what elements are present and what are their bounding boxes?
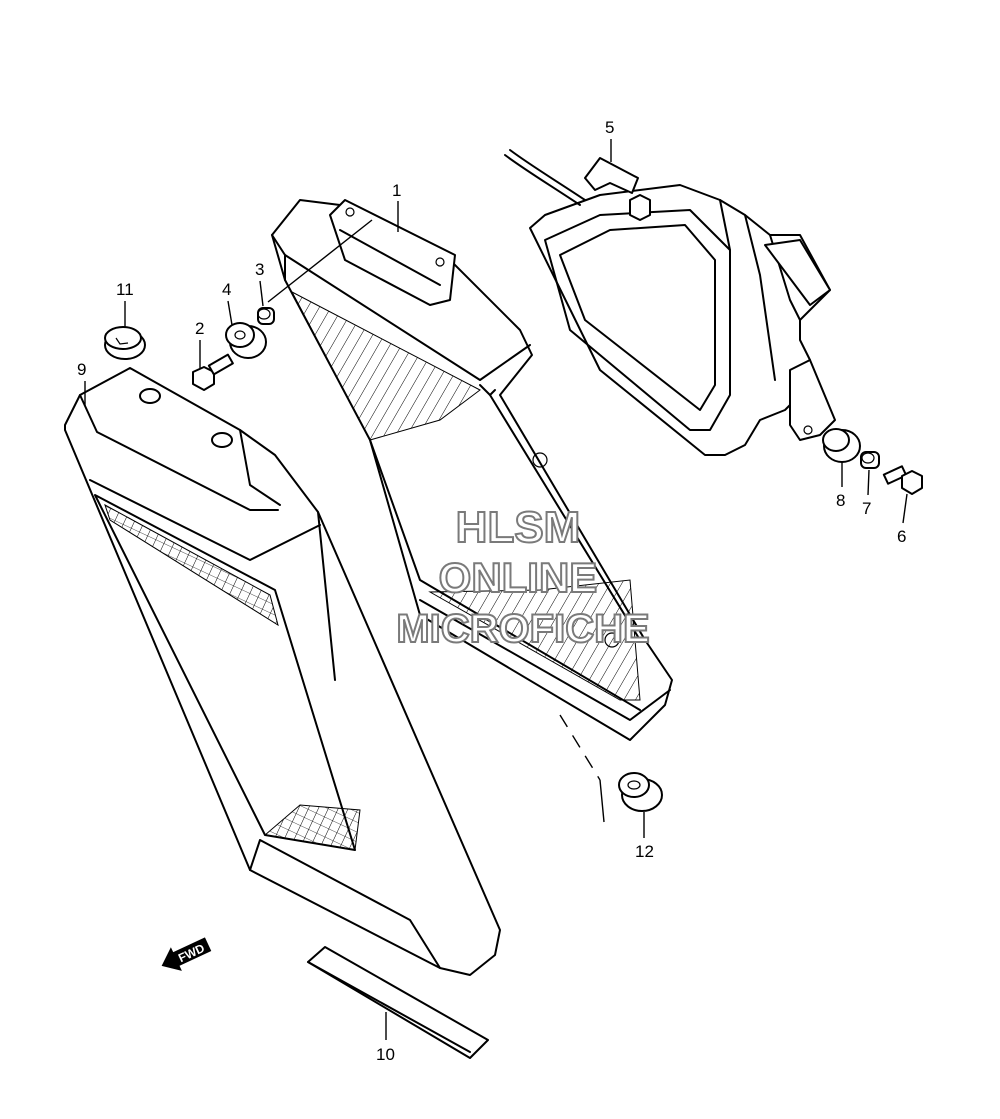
callout-2: 2 — [195, 319, 204, 338]
callout-labels: 1 2 3 4 5 6 7 8 9 10 11 12 — [77, 118, 908, 1064]
callout-1: 1 — [392, 181, 401, 200]
callout-4: 4 — [222, 280, 231, 299]
callout-10: 10 — [376, 1045, 395, 1064]
fan-assembly-part-5 — [504, 149, 836, 456]
collar-part-7 — [860, 451, 880, 469]
grommet-part-12 — [618, 772, 663, 812]
watermark-line-2: ONLINE — [439, 554, 598, 601]
watermark-line-1: HLSM — [456, 503, 581, 552]
assembly-guide-lines — [267, 219, 605, 823]
watermark: HLSM ONLINE MICROFICHE — [395, 502, 650, 652]
fwd-label: FWD — [176, 941, 207, 965]
callout-7: 7 — [862, 499, 871, 518]
callout-3: 3 — [255, 260, 264, 279]
callout-6: 6 — [897, 527, 906, 546]
callout-12: 12 — [635, 842, 654, 861]
callout-5: 5 — [605, 118, 614, 137]
bolt-part-6 — [882, 465, 923, 495]
cap-part-11 — [104, 326, 146, 360]
callout-8: 8 — [836, 491, 845, 510]
grommet-part-4 — [225, 322, 267, 359]
bolt-part-2 — [192, 353, 234, 391]
radiator-core-part-1 — [271, 199, 673, 741]
seal-strip-part-10 — [307, 946, 489, 1059]
forward-direction-arrow-icon: FWD — [161, 937, 212, 971]
watermark-line-3: MICROFICHE — [396, 607, 649, 651]
collar-part-3 — [257, 307, 275, 325]
grommet-part-8 — [822, 428, 861, 463]
radiator-cover-part-9 — [64, 367, 501, 976]
callout-9: 9 — [77, 360, 86, 379]
callout-11: 11 — [116, 280, 134, 299]
